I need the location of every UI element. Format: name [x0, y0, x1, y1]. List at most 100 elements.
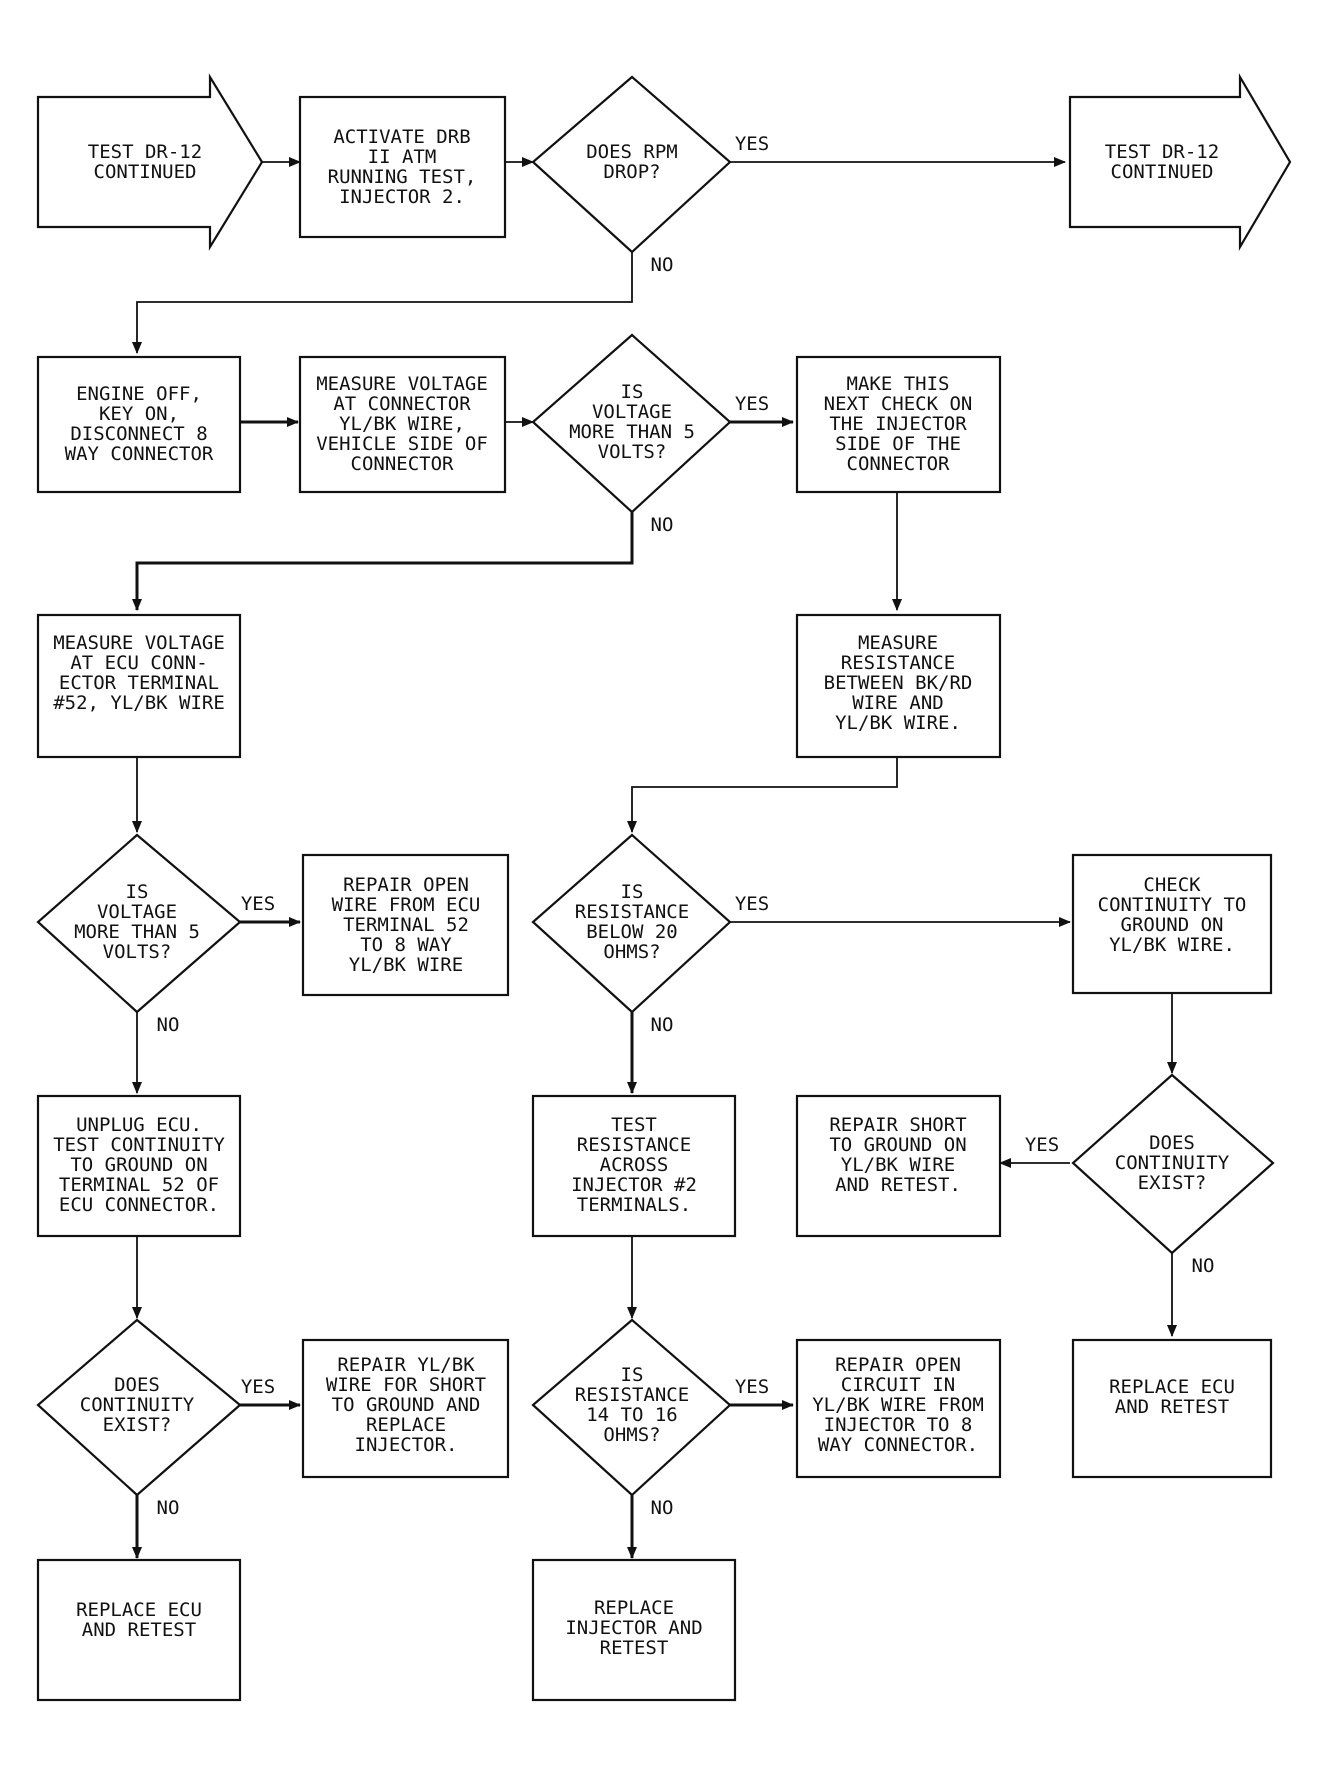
measure-resistance-box [795, 613, 1002, 759]
replace-ecu-right-box [1071, 1338, 1273, 1479]
repair-open-circuit-box [795, 1338, 1002, 1479]
text-line: REPLACE [594, 1597, 674, 1619]
text-line: MAKE THIS [847, 373, 950, 395]
text-line: II ATM [368, 146, 437, 168]
text-line: MEASURE [858, 632, 938, 654]
text-line: EXIST? [1138, 1172, 1207, 1194]
text-line: INJECTOR. [355, 1434, 458, 1456]
text-line: CONTINUITY TO [1098, 894, 1247, 916]
text-line: CONNECTOR [847, 453, 951, 475]
text-line: RUNNING TEST, [328, 166, 477, 188]
text-line: YL/BK WIRE [841, 1154, 955, 1176]
text-line: REPLACE [366, 1414, 446, 1436]
text-line: ECU CONNECTOR. [59, 1194, 219, 1216]
text-line: CHECK [1143, 874, 1201, 896]
text-line: REPAIR SHORT [829, 1114, 966, 1136]
text-line: CONTINUED [1111, 161, 1214, 183]
text-line: TEST DR-12 [88, 141, 202, 163]
text-line: YL/BK WIRE. [1109, 934, 1235, 956]
text-line: INJECTOR #2 [571, 1174, 697, 1196]
measure-ecu-box [36, 613, 242, 759]
text-line: YL/BK WIRE [349, 954, 463, 976]
rpm-drop-diamond [531, 75, 732, 254]
text-line: VOLTS? [103, 941, 172, 963]
text-line: CONNECTOR [351, 453, 455, 475]
measure-vehicle-box [298, 355, 507, 494]
text-line: GROUND ON [1121, 914, 1224, 936]
text-line: TEST DR-12 [1105, 141, 1219, 163]
continuity-left-diamond [36, 1318, 242, 1497]
text-line: CIRCUIT IN [841, 1374, 955, 1396]
text-line: #52, YL/BK WIRE [53, 692, 225, 714]
text-line: UNPLUG ECU. [76, 1114, 202, 1136]
text-line: MEASURE VOLTAGE [53, 632, 225, 654]
text-line: AND RETEST [1115, 1396, 1229, 1418]
repair-yl-bk-box [301, 1338, 510, 1479]
text-line: DROP? [603, 161, 660, 183]
text-line: INJECTOR 2. [339, 186, 465, 208]
text-line: IS [621, 381, 644, 403]
injector-side-box [795, 355, 1002, 494]
connectors [132, 157, 1177, 1559]
text-line: REPLACE ECU [76, 1599, 202, 1621]
text-line: DOES [1149, 1132, 1195, 1154]
text-line: TO GROUND AND [332, 1394, 481, 1416]
text-line: RESISTANCE [575, 901, 689, 923]
repair-open-ecu-box [301, 853, 510, 997]
resistance-14-16-diamond [531, 1318, 732, 1497]
text-line: KEY ON, [99, 403, 179, 425]
repair-short-box [795, 1094, 1002, 1238]
text-line: AT ECU CONN- [70, 652, 207, 674]
text-line: WIRE FOR SHORT [326, 1374, 486, 1396]
text-line: MORE THAN 5 [74, 921, 200, 943]
text-line: RESISTANCE [577, 1134, 691, 1156]
text-line: VEHICLE SIDE OF [316, 433, 488, 455]
voltage-5-a-diamond [531, 333, 732, 514]
text-line: IS [126, 881, 149, 903]
text-line: AND RETEST [82, 1619, 196, 1641]
text-line: YL/BK WIRE, [339, 413, 465, 435]
text-line: VOLTS? [598, 441, 667, 463]
text-line: EXIST? [103, 1414, 172, 1436]
text-line: REPAIR OPEN [835, 1354, 961, 1376]
text-line: TERMINALS. [577, 1194, 691, 1216]
text-line: CONTINUITY [1115, 1152, 1230, 1174]
text-line: YL/BK WIRE FROM [812, 1394, 984, 1416]
text-line: TERMINAL 52 OF [59, 1174, 219, 1196]
resistance-20-diamond [531, 833, 732, 1014]
text-line: 14 TO 16 [586, 1404, 678, 1426]
arrow-rpm-no [132, 252, 633, 354]
text-line: ENGINE OFF, [76, 383, 202, 405]
text-line: TERMINAL 52 [343, 914, 469, 936]
text-line: BELOW 20 [586, 921, 678, 943]
text-line: DOES RPM [586, 141, 678, 163]
text-line: TEST CONTINUITY [53, 1134, 225, 1156]
text-line: THE INJECTOR [829, 413, 967, 435]
text-line: MORE THAN 5 [569, 421, 695, 443]
activate-box [298, 95, 507, 239]
text-line: TO GROUND ON [829, 1134, 966, 1156]
text-line: REPAIR OPEN [343, 874, 469, 896]
text-line: AT CONNECTOR [333, 393, 471, 415]
text-line: IS [621, 1364, 644, 1386]
text-line: YL/BK WIRE. [835, 712, 961, 734]
yes-label-rpm: YES [735, 133, 769, 155]
yes-label-continuity-left: YES [241, 1376, 275, 1398]
text-line: WIRE AND [852, 692, 944, 714]
no-label-voltage-a: NO [651, 514, 674, 536]
